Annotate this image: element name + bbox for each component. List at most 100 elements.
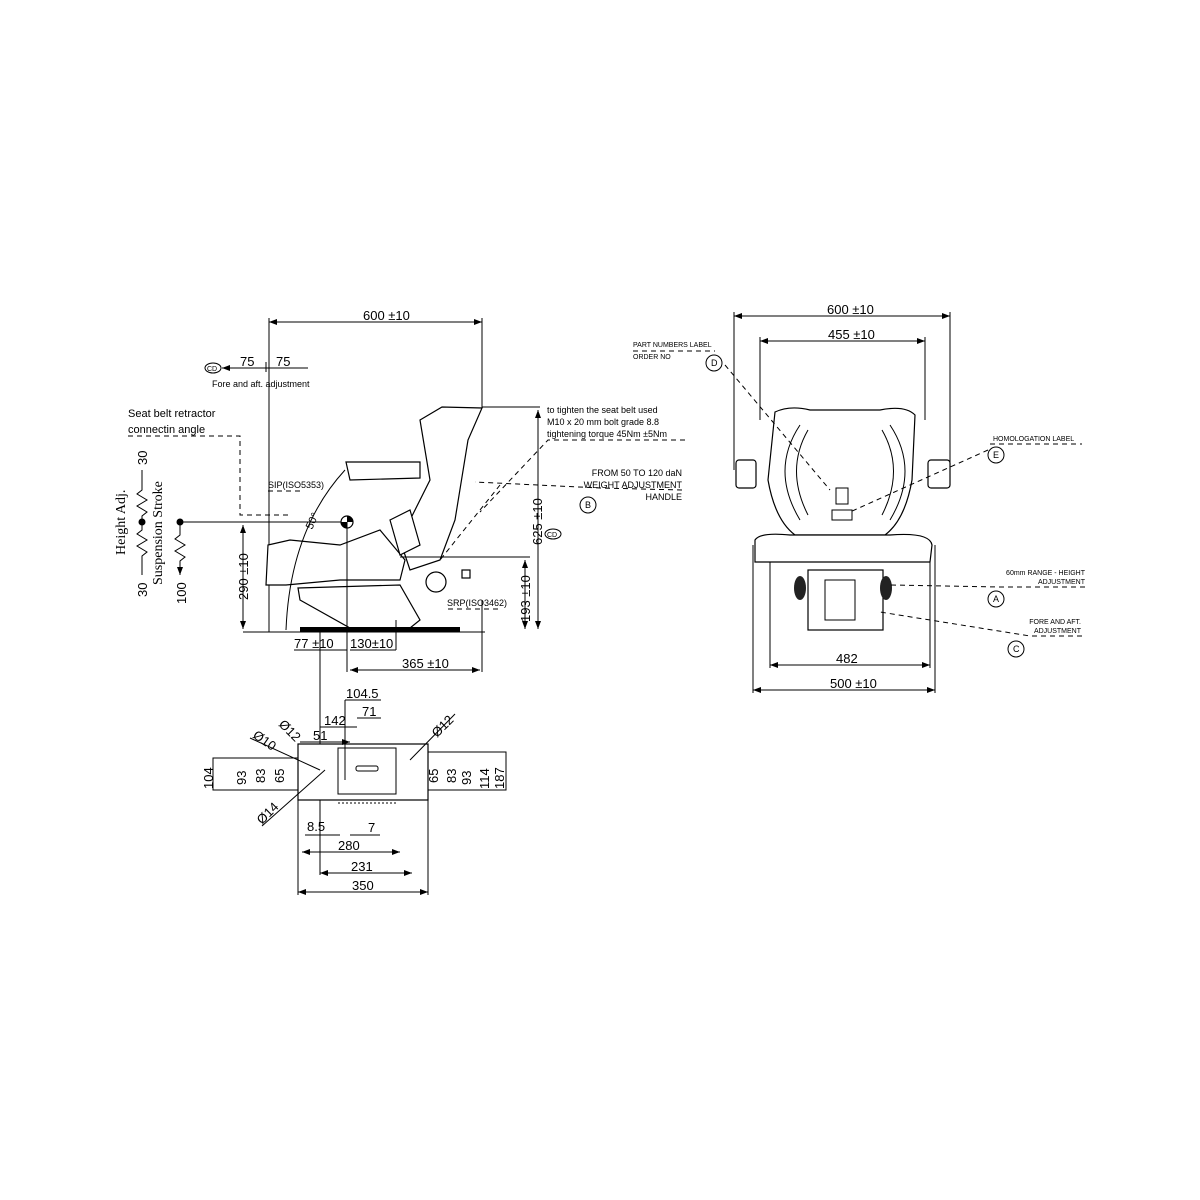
fore-aft-left: 75 [240,354,254,369]
homologation-label: HOMOLOGATION LABEL [993,436,1074,443]
callout-a-label: A [993,594,999,604]
dim-51: 51 [313,728,327,743]
dim-142: 142 [324,713,346,728]
dim-box-left [212,757,299,791]
cd-symbol [544,528,562,540]
belt-note-1: to tighten the seat belt used [547,405,658,415]
dim-77: 77 ±10 [294,636,334,651]
base-plate-view: 104 93 83 65 65 83 93 114 187 104.5 71 1… [201,632,507,895]
callout-e [987,446,1005,464]
height-range-1: 60mm RANGE - HEIGHT [1006,570,1086,577]
belt-note-2: M10 x 20 mm bolt grade 8.8 [547,417,659,427]
callout-d-leader [724,364,831,491]
fore-aft-front-2: ADJUSTMENT [1034,628,1082,635]
dim-625: 625 ±10 [530,498,545,545]
dim-350: 350 [352,878,374,893]
height-adj-label: Height Adj. [114,490,129,555]
right-dim-93: 93 [459,771,474,785]
front-dim-455: 455 ±10 [828,327,875,342]
front-view: 600 ±10 455 ±10 482 500 ±10 PART NUMBERS… [633,302,1086,693]
height-up: 30 [135,451,150,465]
dia-14: Ø14 [254,799,282,827]
dim-71: 71 [362,704,376,719]
plate-inner [337,747,397,795]
height-down: 30 [135,583,150,597]
cd-symbol [204,362,222,374]
front-dim-600: 600 ±10 [827,302,874,317]
seat-belt-leader [128,435,290,516]
backrest-contour-left [784,424,809,521]
knob-right [880,576,892,600]
base-plate [297,743,429,801]
belt-retractor [389,509,421,556]
callout-e-leader [849,449,989,513]
seat-belt-label-2: connectin angle [128,424,205,436]
callout-c [1007,640,1025,658]
dia-12-leader [409,713,456,761]
side-view: 600 ±10 CD 75 75 Fore and aft. adjustmen… [114,308,685,673]
fore-aft-right: 75 [276,354,290,369]
sip-label: SIP(ISO5353) [268,480,324,490]
callout-b-label: B [585,500,591,510]
left-dim-93: 93 [234,771,249,785]
callout-a-leader [889,584,1085,588]
knob-left [794,576,806,600]
dim-365: 365 ±10 [402,656,449,671]
dim-193: 193 ±10 [518,575,533,622]
dim-600: 600 ±10 [363,308,410,323]
dim-231: 231 [351,859,373,874]
left-dim-104: 104 [201,767,216,789]
arc-50 [285,469,346,631]
dim-7: 7 [368,820,375,835]
dim-130: 130±10 [350,636,393,651]
seat-cushion-front [754,533,933,563]
front-dim-500: 500 ±10 [830,676,877,691]
front-dim-482: 482 [836,651,858,666]
dim-104-5: 104.5 [346,686,379,701]
armrest-left [735,459,757,489]
handle [461,569,471,579]
right-dim-83: 83 [444,769,459,783]
dia-12-left: Ø12 [276,717,304,745]
dim-280: 280 [338,838,360,853]
callout-d [705,354,723,372]
callout-b [579,496,597,514]
suspension-base [297,584,421,629]
suspension-unit [807,569,884,631]
callout-c-label: C [1013,644,1020,654]
right-dim-65: 65 [426,769,441,783]
height-range-2: ADJUSTMENT [1038,579,1086,586]
armrest [345,461,421,481]
weight-leader-2 [439,484,501,561]
suspension-value: 100 [174,582,189,604]
pivot-dot [138,518,146,526]
weight-leader [474,481,683,491]
dia-14-leader [261,769,326,827]
armrest-right [927,459,951,489]
dia-10-leader [249,737,321,771]
weight-note-1: FROM 50 TO 120 daN [592,468,682,478]
callout-d-label: D [711,358,718,368]
angle-50: 50° [304,511,322,531]
cd-label-2: CD [547,532,557,539]
slot [355,765,379,772]
fore-aft-front-1: FORE AND AFT. [1029,619,1081,626]
cd-label: CD [207,366,217,373]
weight-note-2: WEIGHT ADJUSTMENT [584,480,683,490]
right-dim-187: 187 [492,767,507,789]
dim-290: 290 ±10 [236,553,251,600]
srp-label: SRP(ISO3462) [447,598,507,608]
fore-aft-label: Fore and aft. adjustment [212,379,310,389]
rail [300,627,460,632]
weight-note-3: HANDLE [645,492,682,502]
label-plate [831,509,853,521]
left-dim-65: 65 [272,769,287,783]
part-numbers-label: PART NUMBERS LABEL [633,342,712,349]
dim-8-5: 8.5 [307,819,325,834]
label-plate [835,487,849,505]
callout-a [987,590,1005,608]
backrest-front [767,407,916,536]
right-dim-114: 114 [477,768,492,789]
